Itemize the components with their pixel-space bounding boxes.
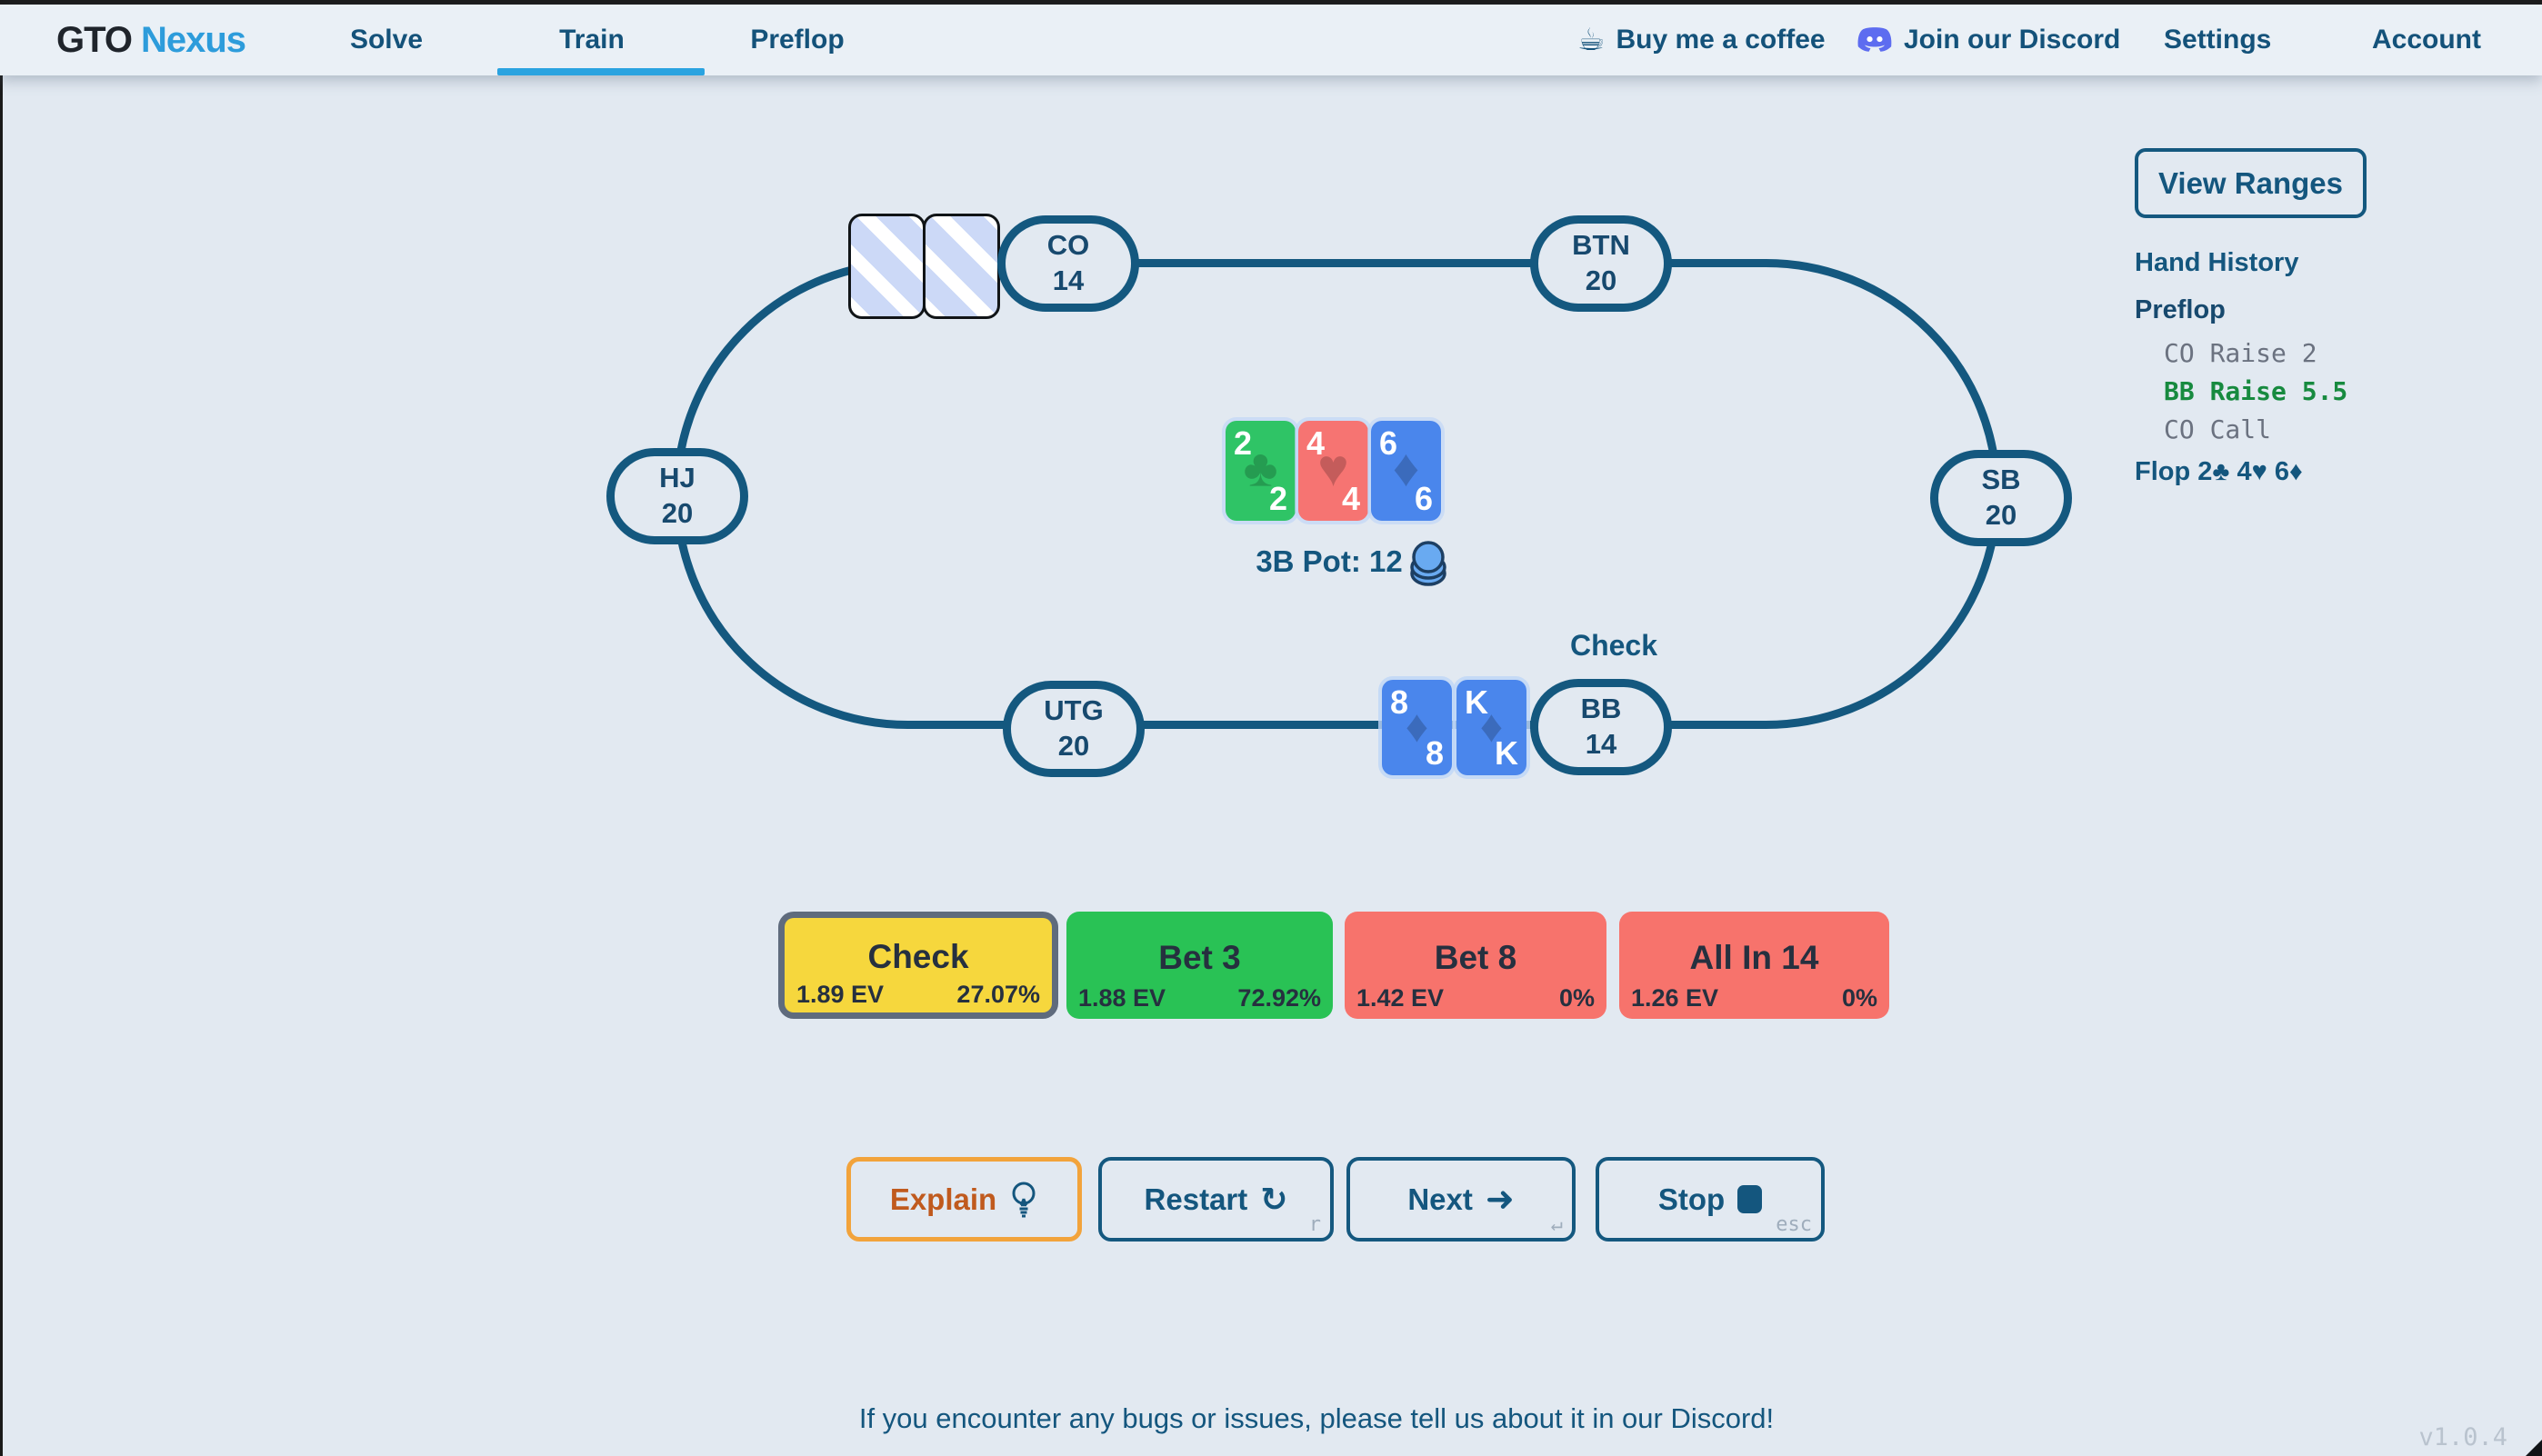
hero-card-kd: K ♦ K xyxy=(1456,680,1526,775)
seat-stack: 20 xyxy=(661,497,694,529)
arrow-right-icon: ➜ xyxy=(1485,1180,1515,1219)
seat-stack: 20 xyxy=(1585,264,1617,296)
action-button-check[interactable]: Check 1.89 EV 27.07% xyxy=(785,918,1052,1012)
hand-history-flop-heading: Flop 2♣ 4♥ 6♦ xyxy=(2135,457,2303,486)
seat-label: BTN xyxy=(1572,229,1630,262)
hand-history-entry-highlighted: BB Raise 5.5 xyxy=(2164,376,2348,406)
diamond-icon: ♦ xyxy=(1405,700,1429,752)
seat-stack: 20 xyxy=(1985,499,2017,531)
shortcut-hint: esc xyxy=(1776,1213,1812,1236)
seat-sb: SB 20 xyxy=(1930,450,2072,546)
window-left-edge xyxy=(0,0,3,1456)
frequency-value: 0% xyxy=(1558,984,1595,1012)
seat-hj: HJ 20 xyxy=(606,448,748,544)
window-top-edge xyxy=(0,0,2542,5)
discord-icon xyxy=(1857,27,1892,52)
logo-gto: GTO xyxy=(56,19,133,60)
hand-history-title: Hand History xyxy=(2135,248,2299,277)
seat-btn: BTN 20 xyxy=(1530,215,1672,312)
seat-stack: 14 xyxy=(1052,264,1085,296)
seat-label: CO xyxy=(1046,229,1090,262)
shortcut-hint: ↵ xyxy=(1550,1213,1563,1236)
action-button-all-in-14[interactable]: All In 14 1.26 EV 0% xyxy=(1619,912,1889,1019)
explain-button[interactable]: Explain xyxy=(846,1157,1082,1242)
ev-value: 1.89 EV xyxy=(796,981,885,1008)
club-icon: ♣ xyxy=(1243,438,1278,498)
restart-icon: ↻ xyxy=(1260,1180,1288,1218)
active-tab-underline xyxy=(497,68,705,75)
tab-train[interactable]: Train xyxy=(559,25,625,55)
buy-me-a-coffee-link[interactable]: ☕ Buy me a coffee xyxy=(1577,23,1826,57)
tab-solve[interactable]: Solve xyxy=(349,25,424,55)
seat-stack: 14 xyxy=(1585,728,1617,760)
ev-value: 1.26 EV xyxy=(1631,984,1719,1012)
seat-label: SB xyxy=(1981,464,2021,496)
settings-link[interactable]: Settings xyxy=(2164,25,2272,55)
seat-co: CO 14 xyxy=(997,215,1139,312)
seat-label: BB xyxy=(1580,693,1622,725)
frequency-value: 72.92% xyxy=(1237,984,1321,1012)
bb-last-action-label: Check xyxy=(1569,629,1658,662)
top-nav-bar: GTO Nexus Solve Train Preflop ☕ Buy me a… xyxy=(0,5,2542,75)
diamond-icon: ♦ xyxy=(1479,700,1504,752)
frequency-value: 27.07% xyxy=(956,981,1040,1008)
logo-nexus: Nexus xyxy=(140,19,246,60)
app-logo[interactable]: GTO Nexus xyxy=(56,5,246,75)
villain-facedown-card xyxy=(848,214,926,319)
villain-facedown-card xyxy=(923,214,1000,319)
pot-display: 3B Pot: 12 xyxy=(1221,536,1485,587)
action-button-bet-3[interactable]: Bet 3 1.88 EV 72.92% xyxy=(1066,912,1333,1019)
restart-button[interactable]: Restart ↻ r xyxy=(1098,1157,1334,1242)
chip-icon xyxy=(1409,541,1446,586)
lightbulb-icon xyxy=(1012,1182,1036,1217)
stop-icon xyxy=(1737,1185,1763,1213)
shortcut-hint: r xyxy=(1308,1213,1321,1236)
hand-history-entry: CO Call xyxy=(2164,414,2272,444)
join-discord-link[interactable]: Join our Discord xyxy=(1856,5,2120,75)
board-card-4h: 4 ♥ 4 xyxy=(1298,421,1368,521)
version-label: v1.0.4 xyxy=(2418,1423,2507,1451)
board-card-2c: 2 ♣ 2 xyxy=(1226,421,1296,521)
heart-icon: ♥ xyxy=(1317,438,1349,498)
coffee-icon: ☕ xyxy=(1577,23,1606,57)
hand-history-preflop-heading: Preflop xyxy=(2135,295,2226,324)
seat-label: UTG xyxy=(1044,694,1104,727)
bug-report-message: If you encounter any bugs or issues, ple… xyxy=(858,1402,1775,1434)
account-link[interactable]: Account xyxy=(2372,25,2481,55)
hand-history-entry: CO Raise 2 xyxy=(2164,338,2317,368)
view-ranges-button[interactable]: View Ranges xyxy=(2135,148,2367,218)
action-button-bet-8[interactable]: Bet 8 1.42 EV 0% xyxy=(1345,912,1606,1019)
board-card-6d: 6 ♦ 6 xyxy=(1371,421,1441,521)
ev-value: 1.42 EV xyxy=(1356,984,1445,1012)
seat-label: HJ xyxy=(659,462,696,494)
seat-bb: BB 14 xyxy=(1530,679,1672,775)
next-button[interactable]: Next ➜ ↵ xyxy=(1346,1157,1576,1242)
seat-stack: 20 xyxy=(1057,730,1090,762)
tab-preflop[interactable]: Preflop xyxy=(750,25,845,55)
ev-value: 1.88 EV xyxy=(1078,984,1166,1012)
seat-utg: UTG 20 xyxy=(1003,681,1145,777)
frequency-value: 0% xyxy=(1841,984,1877,1012)
pot-label: 3B Pot: 12 xyxy=(1256,544,1403,578)
mouse-cursor xyxy=(2526,1440,2542,1456)
diamond-icon: ♦ xyxy=(1392,438,1420,498)
stop-button[interactable]: Stop esc xyxy=(1596,1157,1825,1242)
hero-card-8d: 8 ♦ 8 xyxy=(1382,680,1452,775)
